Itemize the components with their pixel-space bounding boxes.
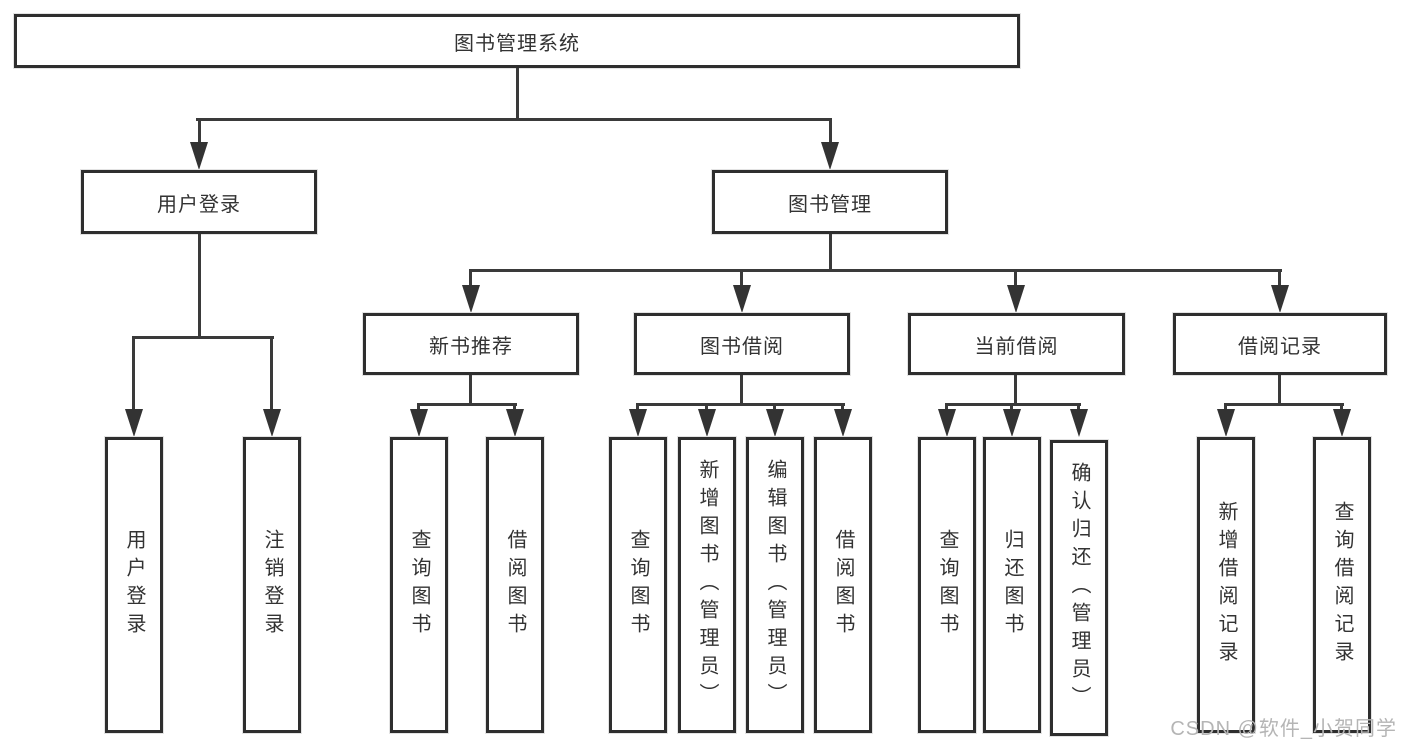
arrowhead-down-icon <box>629 409 647 437</box>
connector-book-mgmt-crossbar <box>469 269 1282 272</box>
arrowhead-down-icon <box>698 409 716 437</box>
arrowhead-down-icon <box>821 142 839 170</box>
arrowhead-down-icon <box>733 285 751 313</box>
node-leaf-user-login: 用户登录 <box>105 437 163 733</box>
connector-leaf <box>1224 403 1227 411</box>
connector-to-book-borrow <box>740 269 743 287</box>
node-bb-borrow-book: 借阅图书 <box>814 437 872 733</box>
node-leaf-logout: 注销登录 <box>243 437 301 733</box>
node-library-management-system: 图书管理系统 <box>14 14 1020 68</box>
connector-book-borrow-crossbar <box>636 403 845 406</box>
connector-leaf <box>773 403 776 411</box>
connector-leaf <box>417 403 420 411</box>
arrowhead-down-icon <box>410 409 428 437</box>
arrowhead-down-icon <box>190 142 208 170</box>
arrowhead-down-icon <box>766 409 784 437</box>
node-label: 用户登录 <box>157 193 241 216</box>
connector-root-crossbar <box>196 118 832 121</box>
node-bb-query-book: 查询图书 <box>609 437 667 733</box>
connector-leaf <box>1077 403 1080 411</box>
node-new-book-recommend: 新书推荐 <box>363 313 579 375</box>
connector-book-borrow-stem <box>740 375 743 406</box>
node-book-management: 图书管理 <box>712 170 948 234</box>
node-label: 借阅图书 <box>504 529 526 641</box>
node-label: 借阅图书 <box>832 529 854 641</box>
node-br-add-record: 新增借阅记录 <box>1197 437 1255 733</box>
connector-leaf <box>945 403 948 411</box>
node-br-query-record: 查询借阅记录 <box>1313 437 1371 733</box>
node-label: 查询图书 <box>936 529 958 641</box>
connector-to-leaf-logout <box>270 336 273 410</box>
node-cb-query-book: 查询图书 <box>918 437 976 733</box>
node-nb-borrow-book: 借阅图书 <box>486 437 544 733</box>
node-label: 查询图书 <box>627 529 649 641</box>
connector-leaf <box>513 403 516 411</box>
connector-leaf <box>1340 403 1343 411</box>
arrowhead-down-icon <box>1217 409 1235 437</box>
connector-borrow-records-stem <box>1278 375 1281 406</box>
connector-to-new-book-rec <box>469 269 472 287</box>
node-label: 注销登录 <box>261 529 283 641</box>
node-label: 新书推荐 <box>429 335 513 358</box>
arrowhead-down-icon <box>938 409 956 437</box>
node-current-borrow: 当前借阅 <box>908 313 1125 375</box>
connector-to-user-login <box>198 118 201 144</box>
connector-leaf <box>705 403 708 411</box>
arrowhead-down-icon <box>462 285 480 313</box>
connector-user-login-crossbar <box>132 336 274 339</box>
connector-new-book-stem <box>469 375 472 406</box>
node-label: 查询借阅记录 <box>1331 501 1353 669</box>
connector-to-borrow-records <box>1278 269 1281 287</box>
node-label: 图书管理 <box>788 193 872 216</box>
node-cb-confirm-return-admin: 确认归还（管理员） <box>1050 440 1108 736</box>
arrowhead-down-icon <box>1070 409 1088 437</box>
connector-borrow-records-crossbar <box>1224 403 1344 406</box>
connector-leaf <box>1010 403 1013 411</box>
arrowhead-down-icon <box>1271 285 1289 313</box>
connector-current-borrow-crossbar <box>945 403 1081 406</box>
watermark: CSDN @软件_小贺同学 <box>1170 718 1397 740</box>
arrowhead-down-icon <box>263 409 281 437</box>
connector-user-login-stem <box>198 234 201 339</box>
connector-leaf <box>636 403 639 411</box>
node-cb-return-book: 归还图书 <box>983 437 1041 733</box>
node-label: 新增借阅记录 <box>1215 501 1237 669</box>
connector-to-book-management <box>829 118 832 144</box>
node-book-borrow: 图书借阅 <box>634 313 850 375</box>
connector-to-leaf-user-login <box>132 336 135 410</box>
node-label: 图书管理系统 <box>454 32 580 55</box>
node-label: 归还图书 <box>1001 529 1023 641</box>
node-nb-query-book: 查询图书 <box>390 437 448 733</box>
node-borrow-records: 借阅记录 <box>1173 313 1387 375</box>
node-label: 确认归还（管理员） <box>1068 462 1090 714</box>
node-bb-add-book-admin: 新增图书（管理员） <box>678 437 736 733</box>
node-label: 图书借阅 <box>700 335 784 358</box>
node-label: 用户登录 <box>123 529 145 641</box>
connector-current-borrow-stem <box>1014 375 1017 406</box>
arrowhead-down-icon <box>1333 409 1351 437</box>
arrowhead-down-icon <box>125 409 143 437</box>
connector-to-current-borrow <box>1014 269 1017 287</box>
arrowhead-down-icon <box>1007 285 1025 313</box>
connector-book-mgmt-stem <box>829 234 832 272</box>
node-bb-edit-book-admin: 编辑图书（管理员） <box>746 437 804 733</box>
connector-new-book-crossbar <box>417 403 517 406</box>
node-label: 编辑图书（管理员） <box>764 459 786 711</box>
node-label: 查询图书 <box>408 529 430 641</box>
connector-root-stem <box>516 68 519 119</box>
node-label: 借阅记录 <box>1238 335 1322 358</box>
arrowhead-down-icon <box>1003 409 1021 437</box>
node-label: 新增图书（管理员） <box>696 459 718 711</box>
arrowhead-down-icon <box>834 409 852 437</box>
node-label: 当前借阅 <box>974 335 1059 358</box>
arrowhead-down-icon <box>506 409 524 437</box>
node-user-login: 用户登录 <box>81 170 317 234</box>
connector-leaf <box>841 403 844 411</box>
